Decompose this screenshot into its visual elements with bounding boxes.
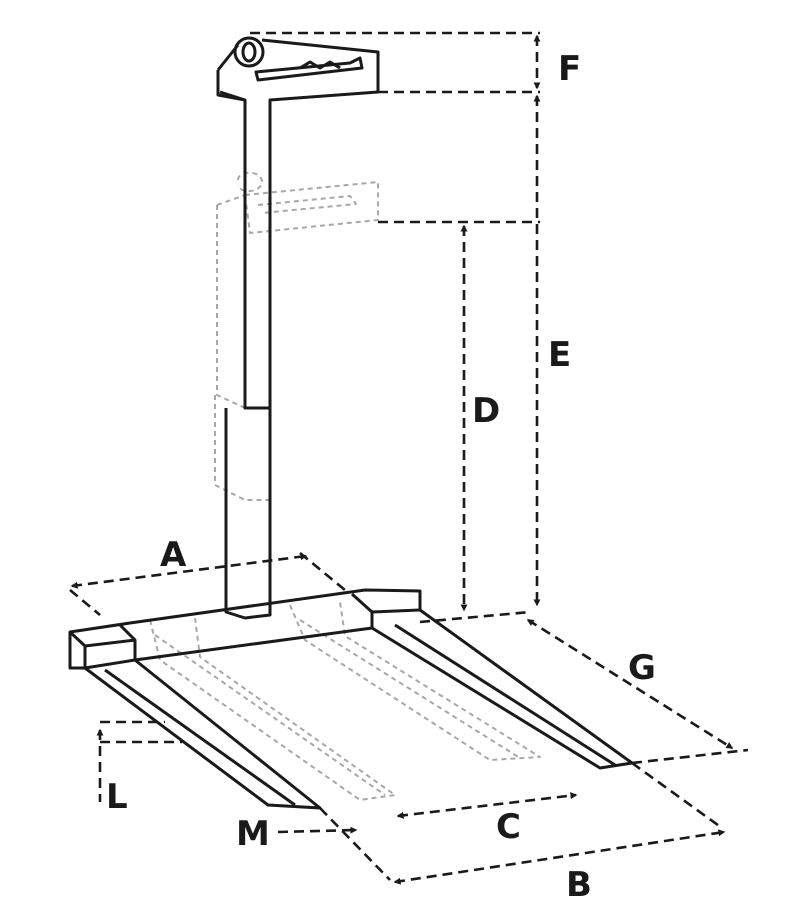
label-l: L — [106, 777, 128, 817]
label-a: A — [160, 535, 187, 575]
dimension-lines — [69, 31, 749, 885]
label-b: B — [566, 865, 592, 905]
ghost-mast — [214, 171, 379, 501]
label-e: E — [548, 335, 571, 375]
label-g: G — [628, 648, 656, 688]
crossbeam — [68, 588, 422, 670]
label-d: D — [472, 391, 500, 431]
label-c: C — [496, 807, 521, 847]
label-m: M — [236, 814, 270, 854]
label-f: F — [558, 49, 581, 89]
mast — [216, 38, 380, 620]
forks — [84, 608, 634, 810]
lifting-eye — [233, 36, 364, 82]
